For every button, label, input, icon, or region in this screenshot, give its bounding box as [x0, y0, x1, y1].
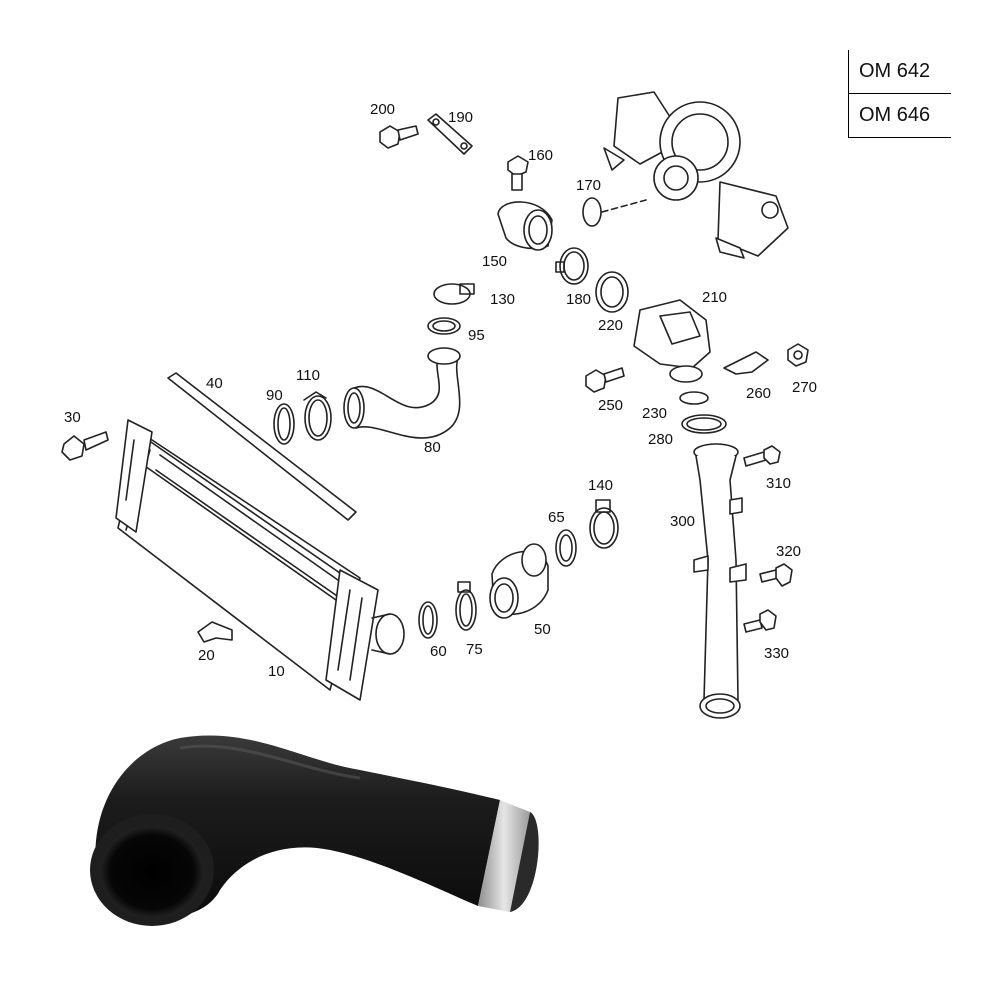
ring-60: [418, 601, 438, 639]
part-number-330: 330: [764, 645, 789, 662]
elbow-150: [497, 201, 553, 251]
bolt-250: [585, 367, 625, 393]
valve-housing: [633, 299, 711, 383]
bracket-260: [723, 351, 769, 375]
screw-160: [507, 155, 529, 191]
ring-230: [679, 391, 709, 405]
charge-pipe: [693, 443, 747, 719]
o-ring: [273, 403, 295, 445]
o-ring-170: [582, 197, 602, 227]
part-number-210: 210: [702, 289, 727, 306]
intercooler: [115, 419, 405, 701]
seal-strip: [167, 372, 357, 521]
part-number-310: 310: [766, 475, 791, 492]
bolt-310: [743, 445, 781, 467]
part-number-260: 260: [746, 385, 771, 402]
clamp-130: [433, 283, 475, 305]
engine-code-table: OM 642 OM 646: [848, 50, 951, 138]
part-number-150: 150: [482, 253, 507, 270]
bolt-200: [379, 125, 419, 149]
sealing-ring: [427, 317, 461, 335]
part-number-140: 140: [588, 477, 613, 494]
part-number-20: 20: [198, 647, 215, 664]
clamp-180: [555, 247, 589, 285]
clamp-280: [681, 414, 727, 434]
part-number-300: 300: [670, 513, 695, 530]
part-number-95: 95: [468, 327, 485, 344]
part-number-40: 40: [206, 375, 223, 392]
bracket: [197, 621, 233, 643]
part-number-65: 65: [548, 509, 565, 526]
hose-photo: [90, 735, 539, 926]
clamp-75: [455, 581, 477, 631]
part-number-50: 50: [534, 621, 551, 638]
part-number-75: 75: [466, 641, 483, 658]
part-number-160: 160: [528, 147, 553, 164]
part-number-180: 180: [566, 291, 591, 308]
bolt-320: [759, 563, 793, 587]
part-number-170: 170: [576, 177, 601, 194]
part-number-280: 280: [648, 431, 673, 448]
charge-air-hose: [343, 347, 461, 439]
hose-clamp: [303, 391, 332, 441]
part-number-30: 30: [64, 409, 81, 426]
part-number-190: 190: [448, 109, 473, 126]
part-number-110: 110: [296, 367, 320, 384]
ring-65: [555, 529, 577, 567]
part-number-320: 320: [776, 543, 801, 560]
clamp-140: [589, 499, 619, 549]
part-number-90: 90: [266, 387, 283, 404]
elbow-50: [489, 543, 549, 619]
part-number-250: 250: [598, 397, 623, 414]
part-number-130: 130: [490, 291, 515, 308]
sleeve-220: [595, 271, 629, 313]
bolt-330: [743, 609, 777, 633]
bolt: [61, 431, 109, 461]
engine-code-2: OM 646: [849, 93, 951, 136]
part-number-270: 270: [792, 379, 817, 396]
part-number-230: 230: [642, 405, 667, 422]
engine-code-1: OM 642: [859, 60, 931, 82]
turbocharger: [603, 91, 789, 259]
part-number-200: 200: [370, 101, 395, 118]
part-number-10: 10: [268, 663, 285, 680]
part-number-60: 60: [430, 643, 447, 660]
part-number-220: 220: [598, 317, 623, 334]
nut-270: [787, 343, 809, 367]
part-number-labels: 10 20 30 40 50 60 65 75 80 90 95 110 130 140 150 160 170…: [64, 101, 817, 680]
part-number-80: 80: [424, 439, 441, 456]
